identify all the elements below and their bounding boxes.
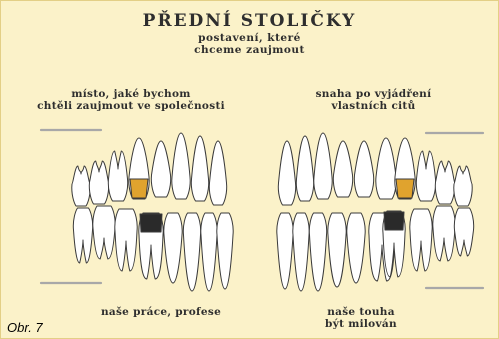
lower-tooth xyxy=(433,206,455,261)
upper-tooth xyxy=(454,166,472,206)
upper-tooth xyxy=(108,151,127,201)
upper-tooth xyxy=(151,141,170,197)
lower-tooth xyxy=(115,209,137,271)
upper-tooth xyxy=(416,151,435,201)
upper-tooth xyxy=(354,141,373,197)
upper-tooth xyxy=(72,166,90,206)
lower-teeth xyxy=(73,206,473,291)
figure-caption: Obr. 7 xyxy=(7,320,43,335)
upper-tooth xyxy=(172,133,190,199)
upper-tooth xyxy=(278,141,295,205)
lower-tooth xyxy=(293,213,309,291)
upper-tooth xyxy=(89,161,108,204)
upper-tooth xyxy=(435,161,454,204)
lower-tooth xyxy=(277,213,293,289)
upper-tooth-highlight xyxy=(130,179,148,198)
lower-tooth-highlight xyxy=(140,214,162,232)
lower-tooth xyxy=(309,213,326,291)
lower-tooth xyxy=(347,213,365,283)
lower-tooth xyxy=(201,213,217,291)
upper-tooth xyxy=(376,138,396,199)
lower-tooth xyxy=(93,206,115,259)
lower-tooth xyxy=(73,208,92,263)
lower-tooth xyxy=(328,213,346,287)
lower-tooth xyxy=(217,213,233,289)
lower-tooth xyxy=(164,213,182,283)
upper-tooth xyxy=(191,136,208,201)
upper-tooth xyxy=(333,141,352,197)
upper-tooth-highlight xyxy=(396,179,414,198)
upper-teeth xyxy=(72,133,472,206)
lower-tooth-highlight xyxy=(384,212,404,230)
lower-tooth xyxy=(454,208,473,256)
upper-tooth xyxy=(314,133,332,199)
lower-tooth xyxy=(183,213,200,291)
lower-tooth xyxy=(410,209,432,271)
upper-tooth xyxy=(296,136,313,201)
upper-tooth xyxy=(209,141,226,205)
